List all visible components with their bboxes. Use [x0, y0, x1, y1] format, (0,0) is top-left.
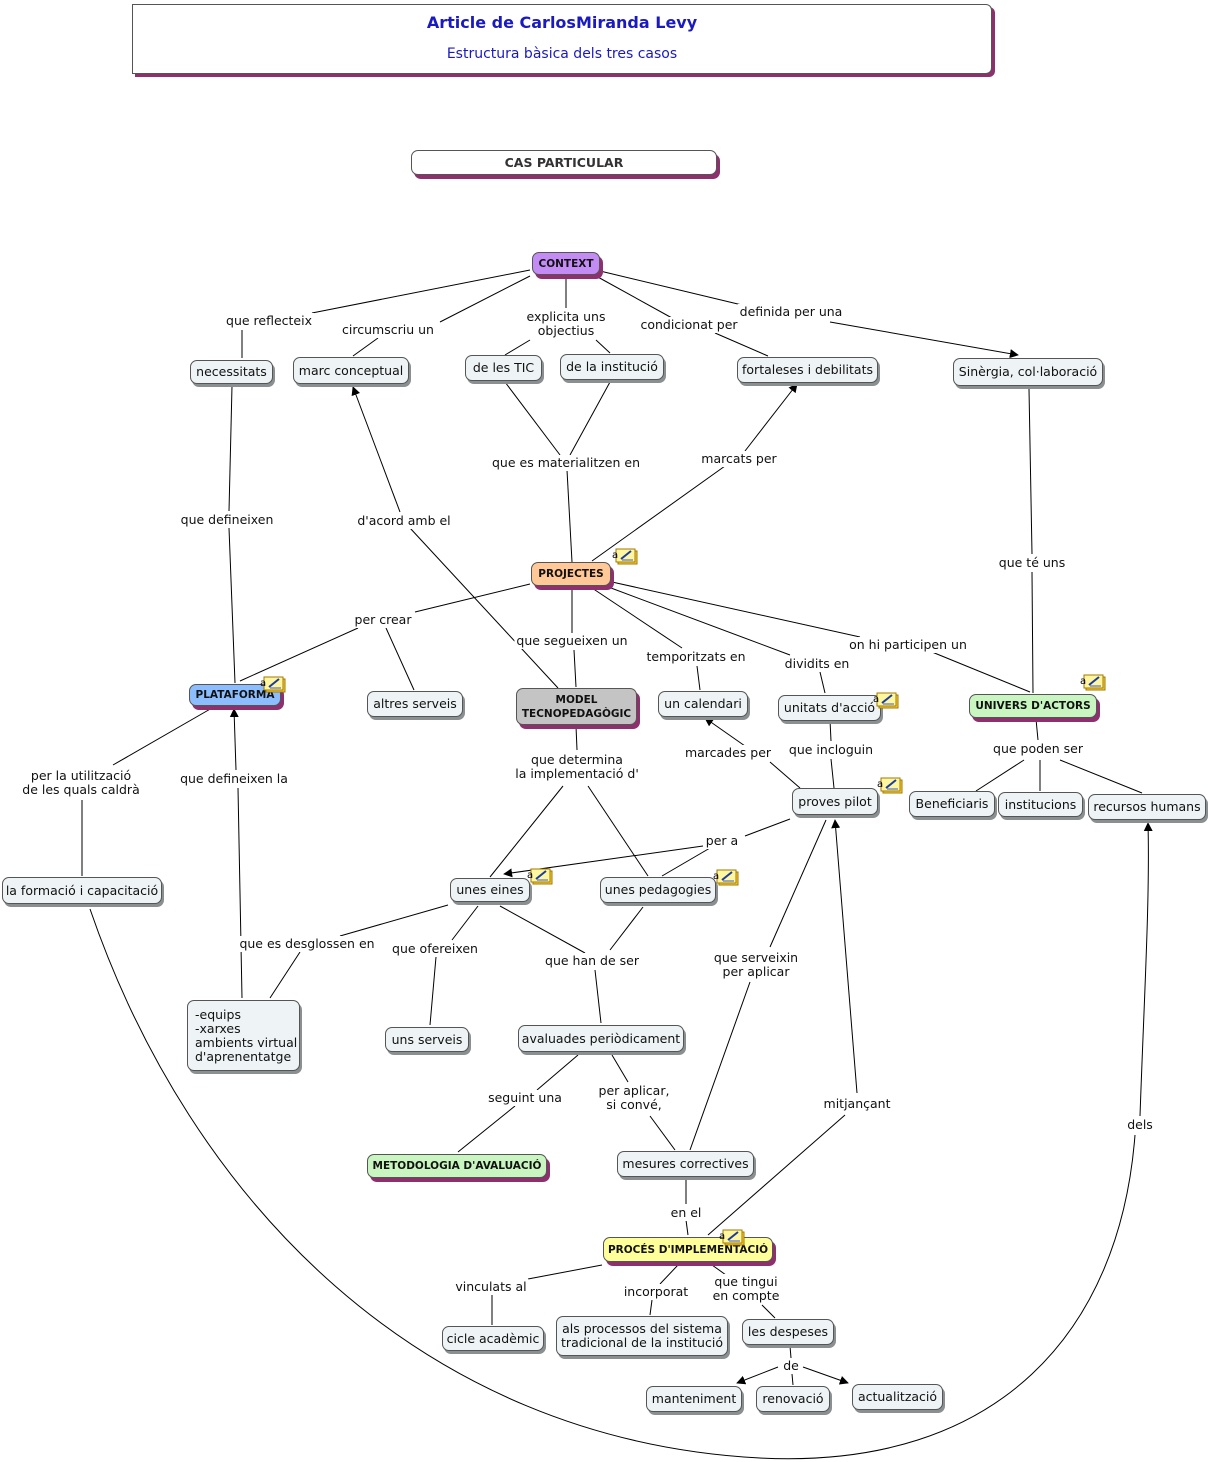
link-label: definida per una — [737, 304, 845, 320]
node-unitats-accio[interactable]: unitats d'acció — [778, 695, 881, 721]
node-necessitats[interactable]: necessitats — [190, 360, 273, 384]
resource-note-icon[interactable]: a — [876, 777, 903, 794]
svg-text:a: a — [719, 1231, 725, 1242]
node-model-tecnopedagogic[interactable]: MODEL TECNOPEDAGÒGIC — [516, 688, 637, 725]
node-institucions[interactable]: institucions — [998, 792, 1083, 817]
node-de-la-institucio[interactable]: de la institució — [560, 354, 664, 380]
resource-note-icon[interactable]: a — [718, 1229, 745, 1246]
link-label: que ofereixen — [390, 941, 480, 957]
node-plataforma[interactable]: PLATAFORMA — [189, 684, 281, 706]
link-label: condicionat per — [638, 317, 740, 333]
node-avaluades-periodicament[interactable]: avaluades periòdicament — [518, 1025, 684, 1052]
link-label: circumscriu un — [340, 322, 436, 338]
node-projectes[interactable]: PROJECTES — [531, 562, 611, 586]
link-label: on hi participen un — [847, 637, 969, 653]
link-label: temporitzats en — [644, 649, 748, 665]
link-label: que segueixen un — [514, 633, 630, 649]
link-label: per crear — [352, 612, 414, 628]
node-uns-serveis[interactable]: uns serveis — [385, 1027, 469, 1052]
node-cicle-academic[interactable]: cicle acadèmic — [442, 1326, 544, 1351]
node-proves-pilot[interactable]: proves pilot — [792, 788, 878, 815]
link-label: que es materialitzen en — [489, 455, 643, 471]
link-label: marcades per — [682, 745, 774, 761]
link-label: que defineixen la — [178, 771, 290, 787]
node-equips-xarxes[interactable]: -equips -xarxes ambients virtual d'apren… — [187, 1000, 300, 1071]
link-label: que determina la implementació d' — [513, 752, 641, 782]
node-metodologia-avaluacio[interactable]: METODOLOGIA D'AVALUACIÓ — [367, 1154, 547, 1178]
node-proces-implementacio[interactable]: PROCÉS D'IMPLEMENTACIÓ — [603, 1237, 773, 1262]
map-title: Article de CarlosMiranda Levy — [426, 13, 698, 32]
link-label: que incloguin — [786, 742, 876, 758]
node-processos-sistema[interactable]: als processos del sistema tradicional de… — [556, 1316, 728, 1356]
node-unes-eines[interactable]: unes eines — [450, 878, 530, 902]
resource-note-icon[interactable]: a — [1079, 674, 1106, 691]
link-label: mitjançant — [821, 1096, 893, 1112]
link-label: d'acord amb el — [355, 513, 453, 529]
link-label: que tingui en compte — [710, 1274, 782, 1304]
link-label: que defineixen — [178, 512, 276, 528]
node-de-les-tic[interactable]: de les TIC — [465, 355, 542, 381]
resource-note-icon[interactable]: a — [259, 676, 286, 693]
node-formacio-capacitacio[interactable]: la formació i capacitació — [2, 877, 162, 904]
resource-note-icon[interactable]: a — [712, 869, 739, 886]
svg-text:a: a — [527, 870, 533, 881]
link-label: que serveixin per aplicar — [711, 950, 801, 980]
resource-note-icon[interactable]: a — [611, 548, 638, 565]
svg-text:a: a — [612, 550, 618, 561]
svg-text:a: a — [713, 871, 719, 882]
node-recursos-humans[interactable]: recursos humans — [1088, 794, 1206, 820]
node-unes-pedagogies[interactable]: unes pedagogies — [600, 877, 716, 903]
svg-text:a: a — [873, 694, 879, 705]
link-label: que reflecteix — [224, 313, 314, 329]
node-beneficiaris[interactable]: Beneficiaris — [909, 791, 995, 817]
node-fortaleses-debilitats[interactable]: fortaleses i debilitats — [737, 357, 878, 383]
node-mesures-correctives[interactable]: mesures correctives — [617, 1151, 754, 1177]
link-label: en el — [668, 1205, 704, 1221]
node-les-despeses[interactable]: les despeses — [742, 1319, 834, 1345]
link-label: que poden ser — [991, 741, 1085, 757]
node-un-calendari[interactable]: un calendari — [658, 691, 748, 717]
node-renovacio[interactable]: renovació — [756, 1386, 830, 1412]
map-subtitle: Estructura bàsica dels tres casos — [446, 46, 678, 62]
link-label: vinculats al — [453, 1279, 529, 1295]
title-banner: Article de CarlosMiranda Levy Estructura… — [132, 4, 992, 74]
link-label: per aplicar, si convé, — [596, 1083, 672, 1113]
link-label: de — [781, 1358, 801, 1374]
node-context[interactable]: CONTEXT — [532, 252, 600, 275]
resource-note-icon[interactable]: a — [526, 868, 553, 885]
link-label: per a — [703, 833, 741, 849]
link-label: dividits en — [782, 656, 852, 672]
svg-text:a: a — [1080, 676, 1086, 687]
case-heading: CAS PARTICULAR — [411, 150, 717, 175]
link-label: explicita uns objectius — [524, 309, 608, 339]
node-marc-conceptual[interactable]: marc conceptual — [293, 357, 409, 384]
link-label: que té uns — [996, 555, 1068, 571]
link-label: seguint una — [486, 1090, 564, 1106]
node-manteniment[interactable]: manteniment — [646, 1386, 742, 1412]
link-label: que es desglossen en — [237, 936, 377, 952]
node-actualitzacio[interactable]: actualització — [852, 1384, 943, 1410]
link-label: que han de ser — [543, 953, 641, 969]
link-label: per la utilització de les quals caldrà — [20, 768, 142, 798]
link-label: incorporat — [621, 1284, 691, 1300]
node-sinergia[interactable]: Sinèrgia, col·laboració — [953, 358, 1103, 386]
node-altres-serveis[interactable]: altres serveis — [367, 691, 463, 717]
link-label: marcats per — [699, 451, 779, 467]
link-label: dels — [1125, 1117, 1155, 1133]
svg-text:a: a — [260, 678, 266, 689]
resource-note-icon[interactable]: a — [872, 692, 899, 709]
svg-text:a: a — [877, 779, 883, 790]
node-univers-actors[interactable]: UNIVERS D'ACTORS — [969, 694, 1097, 718]
